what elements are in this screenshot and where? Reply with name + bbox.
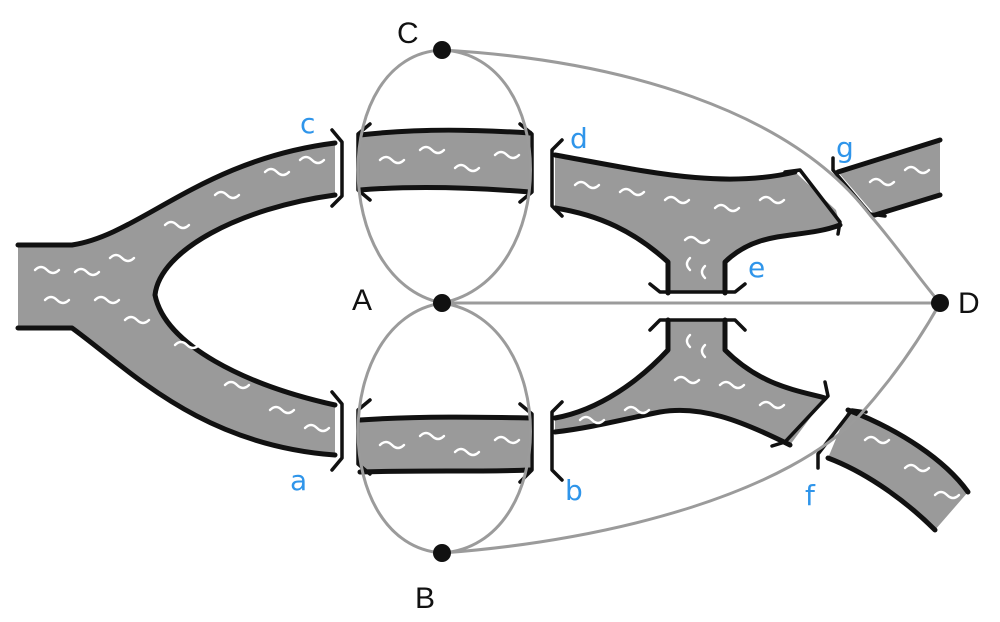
bridge-d-inner (550, 138, 564, 218)
edge-c-left (356, 48, 443, 305)
river-north-channel (360, 133, 530, 190)
bridge-label-e: e (748, 251, 765, 284)
bank-east-north-bottom (552, 205, 671, 296)
node-a-dot (433, 294, 451, 312)
bank-east-junction-right (722, 222, 843, 296)
bank-southeast-bottom (825, 455, 938, 533)
bridge-label-c: c (300, 107, 315, 140)
bridge-g-left (783, 168, 842, 236)
edge-g-upper (441, 48, 942, 304)
bridge-label-b: b (565, 474, 583, 507)
bank-south-channel-bottom (357, 467, 533, 475)
bank-west-inner (152, 192, 338, 408)
edge-a-left (356, 301, 443, 555)
bank-east-south-left (552, 317, 671, 421)
node-label-b: B (415, 582, 435, 615)
bank-north-channel-top (357, 127, 533, 138)
edge-f-lower (441, 302, 942, 555)
bank-east-south-bottom (552, 407, 793, 448)
bank-northeast-bottom (872, 192, 943, 218)
bridge-a (330, 390, 344, 472)
bank-north-channel-bottom (357, 184, 533, 195)
bridge-e-top (648, 282, 747, 294)
water-ripples (33, 145, 961, 500)
bridge-label-f: f (805, 479, 816, 512)
bank-south-channel-top (357, 414, 533, 423)
node-c-dot (433, 41, 451, 59)
bank-southeast-top (845, 407, 971, 495)
node-d-dot (931, 294, 949, 312)
bridge-f-left (770, 380, 830, 448)
edge-b-right (441, 301, 532, 555)
bank-west-top (15, 140, 338, 248)
river-banks (15, 127, 971, 533)
bridge-c (330, 128, 344, 208)
river-south-channel (360, 418, 530, 472)
river-southeast-outlet (828, 410, 968, 530)
bridge-label-d: d (570, 122, 588, 155)
bridge-f-right (816, 408, 868, 470)
bank-west-bottom (15, 325, 338, 458)
node-label-d: D (958, 287, 980, 320)
graph-nodes: C A B D (352, 17, 980, 615)
node-b-dot (433, 544, 451, 562)
river-west-fork (18, 143, 335, 455)
bank-east-south-right (722, 317, 828, 401)
edge-d-right (441, 48, 532, 305)
bridge-label-a: a (290, 464, 307, 497)
bank-east-north-top (552, 152, 798, 182)
river-northeast-outlet (838, 140, 940, 215)
bank-northeast-top (835, 137, 943, 175)
bridge-label-g: g (836, 131, 854, 164)
bridge-b-inner (550, 400, 564, 482)
bridge-e-bottom (648, 318, 747, 332)
graph-edges (356, 48, 942, 555)
bridge-labels: a b c d e f g (290, 107, 854, 512)
node-label-c: C (397, 17, 419, 50)
node-label-a: A (352, 284, 372, 317)
